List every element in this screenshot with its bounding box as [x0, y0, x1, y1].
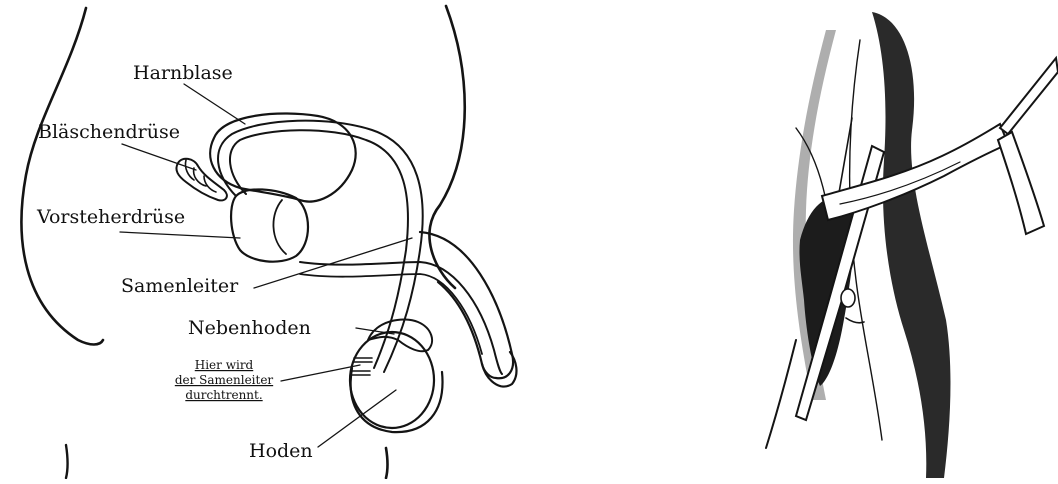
- cut-vessel-end: [841, 289, 855, 307]
- label-samenleiter: Samenleiter: [121, 275, 239, 297]
- label-blaeschendruese: Bläschendrüse: [38, 121, 180, 143]
- bladder: [210, 114, 356, 202]
- label-vorsteherdruese: Vorsteherdrüse: [36, 206, 185, 228]
- note-line-1: Hier wird: [195, 358, 254, 372]
- thigh-outline-back: [66, 445, 68, 478]
- tissue-shadow-right: [872, 12, 950, 478]
- label-nebenhoden: Nebenhoden: [188, 317, 311, 339]
- body-outline-front: [429, 6, 464, 288]
- label-harnblase: Harnblase: [133, 62, 233, 84]
- body-outline-back: [21, 8, 103, 345]
- hook-instrument: [1000, 58, 1058, 134]
- note-line-2: der Samenleiter: [175, 373, 274, 387]
- note-line-3: durchtrennt.: [185, 388, 262, 402]
- label-hoden: Hoden: [249, 440, 313, 462]
- scrotum: [351, 368, 443, 432]
- surgical-illustration: [766, 12, 1058, 478]
- thigh-outline: [386, 448, 388, 478]
- penis: [420, 232, 513, 378]
- testis: [350, 332, 434, 428]
- forceps-tip: [766, 340, 796, 448]
- vas-branch: [998, 132, 1044, 234]
- urethra-shaft-inner: [300, 274, 482, 354]
- prostate: [231, 189, 308, 261]
- anatomy-diagram: Harnblase Bläschendrüse Vorsteherdrüse S…: [21, 6, 516, 478]
- prostate-inner: [273, 200, 286, 254]
